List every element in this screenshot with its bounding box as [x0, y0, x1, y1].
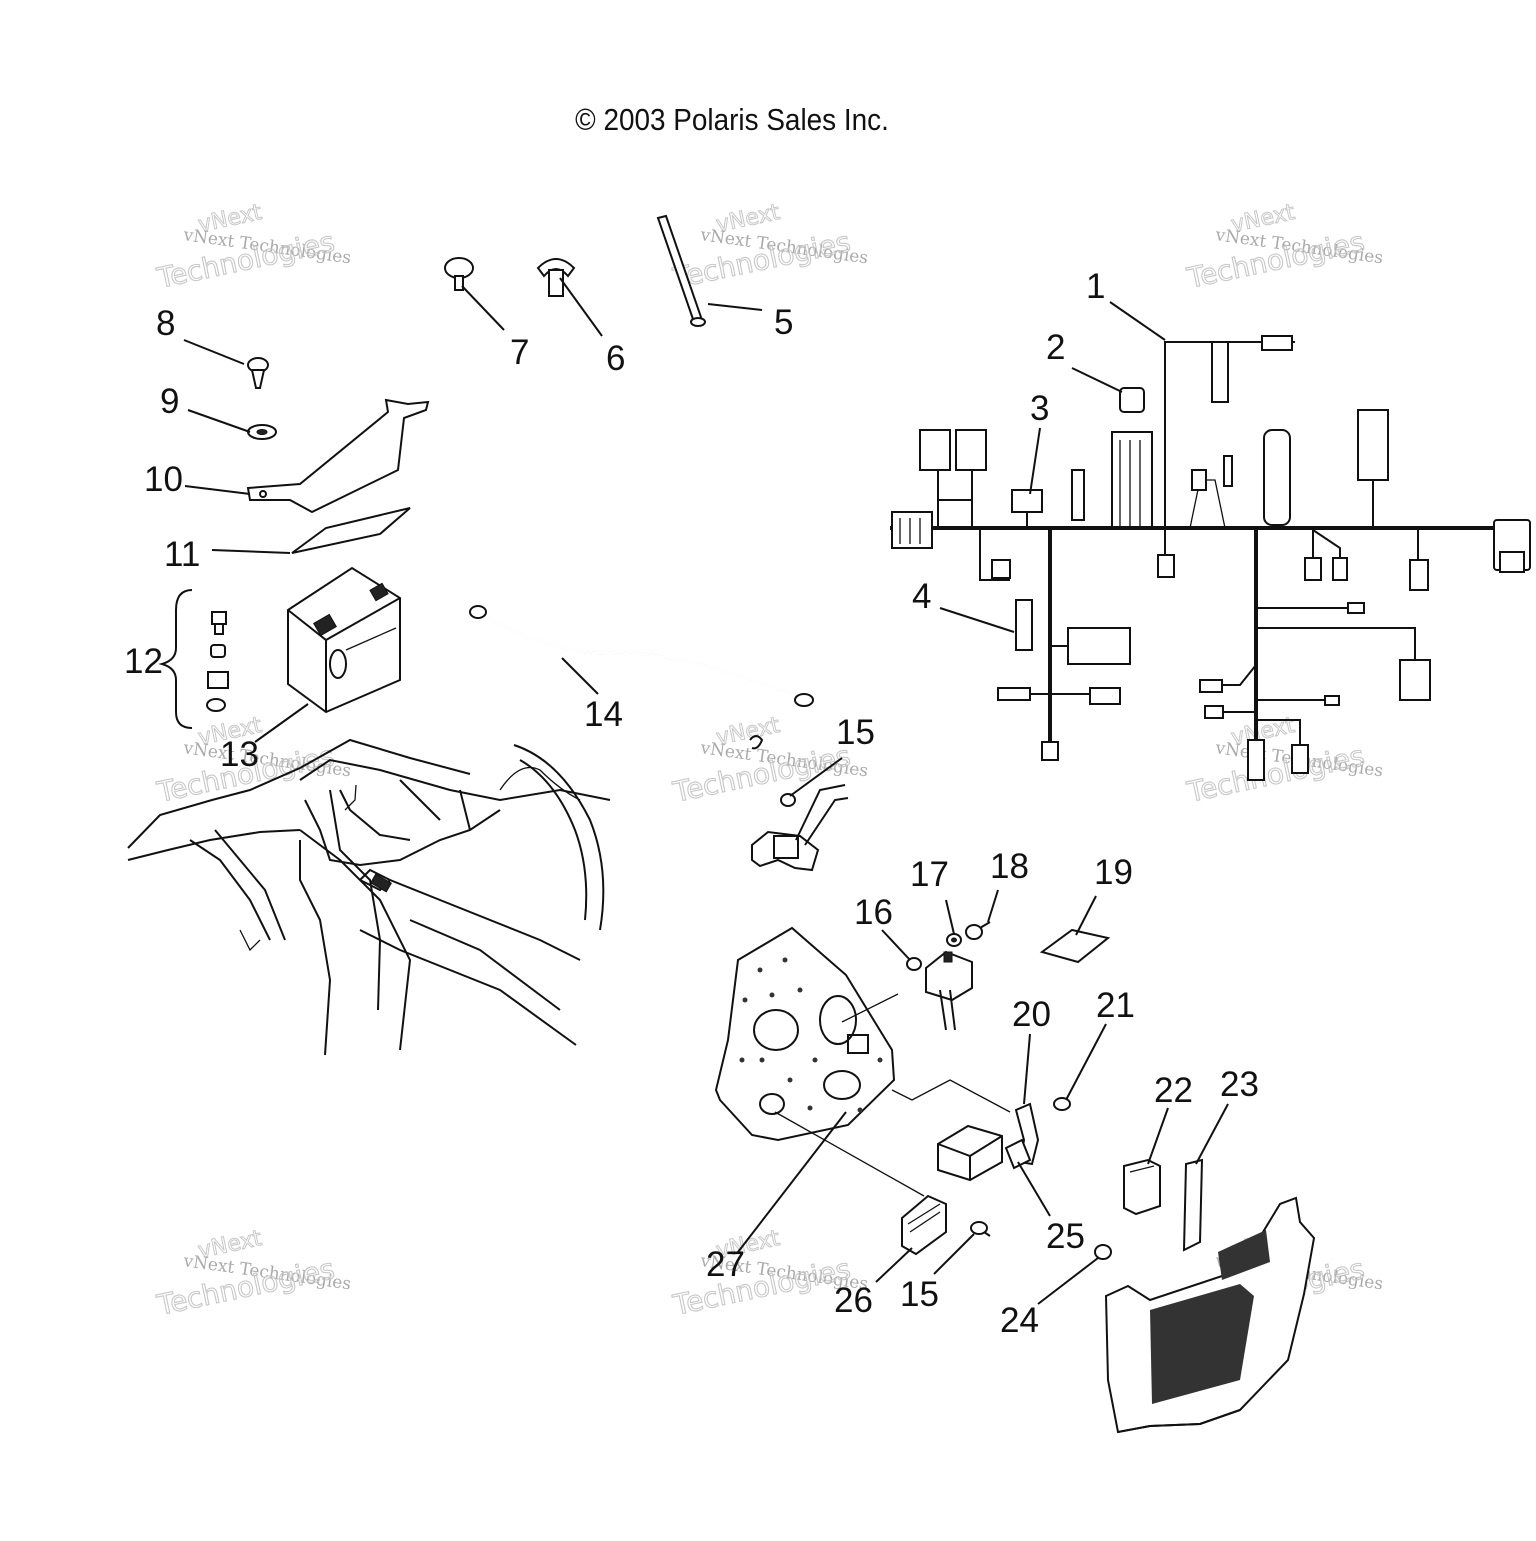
- cover-screw: [1094, 1244, 1112, 1260]
- watermark-top-left: vNext vNext Technologies Technologies: [153, 199, 352, 295]
- electrical-cover: [1104, 1196, 1316, 1434]
- grommet-clip: [444, 257, 474, 291]
- module-bracket: [1014, 1102, 1040, 1166]
- cdi-module: [937, 1124, 1032, 1182]
- callout-4: 4: [912, 577, 931, 616]
- callout-21: 21: [1096, 986, 1135, 1025]
- callout-9: 9: [160, 382, 179, 421]
- callout-2: 2: [1046, 328, 1065, 367]
- bracket-screw: [1053, 1097, 1071, 1111]
- wiring-harness: [890, 335, 1531, 781]
- callout-17: 17: [910, 855, 949, 894]
- battery-pad: [291, 507, 411, 554]
- battery-hold-down-bracket: [246, 398, 430, 514]
- leader-lines: [183, 277, 1229, 1305]
- callout-11: 11: [164, 535, 200, 574]
- callout-3: 3: [1030, 389, 1049, 428]
- callout-13: 13: [220, 735, 259, 774]
- watermark-bottom-left: vNext vNext Technologies Technologies: [153, 1225, 352, 1322]
- callout-15-upper: 15: [836, 713, 875, 752]
- washer: [247, 424, 277, 440]
- copyright-notice: © 2003 Polaris Sales Inc.: [575, 102, 889, 137]
- callout-26: 26: [834, 1281, 873, 1320]
- callout-22: 22: [1154, 1071, 1193, 1110]
- callout-18: 18: [990, 847, 1029, 886]
- callout-23: 23: [1220, 1065, 1259, 1104]
- callout-12: 12: [124, 642, 163, 681]
- callout-14: 14: [584, 695, 623, 734]
- battery: [287, 566, 401, 714]
- relay: [925, 950, 973, 1031]
- battery-hardware-kit: [158, 589, 229, 729]
- screw: [247, 357, 269, 389]
- heat-shield: [1182, 1158, 1204, 1252]
- relay-bolt: [965, 921, 991, 940]
- relay-nut: [906, 957, 922, 971]
- callout-19: 19: [1094, 853, 1133, 892]
- vehicle-frame: [127, 738, 611, 1056]
- watermark-top-center: vNext vNext Technologies Technologies: [669, 199, 869, 295]
- callout-1: 1: [1086, 267, 1105, 306]
- relay-washer: [946, 933, 962, 947]
- watermark-mid-right: vNext vNext Technologies Technologies: [1183, 712, 1384, 809]
- battery-cable: [469, 605, 814, 707]
- voltage-regulator: [1123, 1158, 1161, 1216]
- module-fastener: [970, 1221, 991, 1237]
- callout-6: 6: [606, 339, 625, 378]
- callout-24: 24: [1000, 1301, 1039, 1340]
- cable-tie: [656, 214, 706, 327]
- starter-solenoid: [749, 735, 849, 872]
- callout-labels: 1 2 3 4 5 6 7 8 9 10 11 12 13 14 15 15 1…: [124, 267, 1259, 1340]
- callout-5: 5: [774, 303, 793, 342]
- callout-8: 8: [156, 304, 175, 343]
- callout-7: 7: [510, 333, 529, 372]
- callout-16: 16: [854, 893, 893, 932]
- watermark-top-right: vNext vNext Technologies Technologies: [1183, 199, 1384, 295]
- callout-27: 27: [706, 1245, 745, 1284]
- callout-10: 10: [144, 460, 183, 499]
- push-clip: [536, 258, 576, 297]
- callout-25: 25: [1046, 1217, 1085, 1256]
- callout-20: 20: [1012, 995, 1051, 1034]
- electrical-mounting-plate: [714, 926, 1011, 1142]
- callout-15-lower: 15: [900, 1275, 939, 1314]
- label-decal: [1039, 928, 1111, 964]
- control-module: [901, 1194, 947, 1256]
